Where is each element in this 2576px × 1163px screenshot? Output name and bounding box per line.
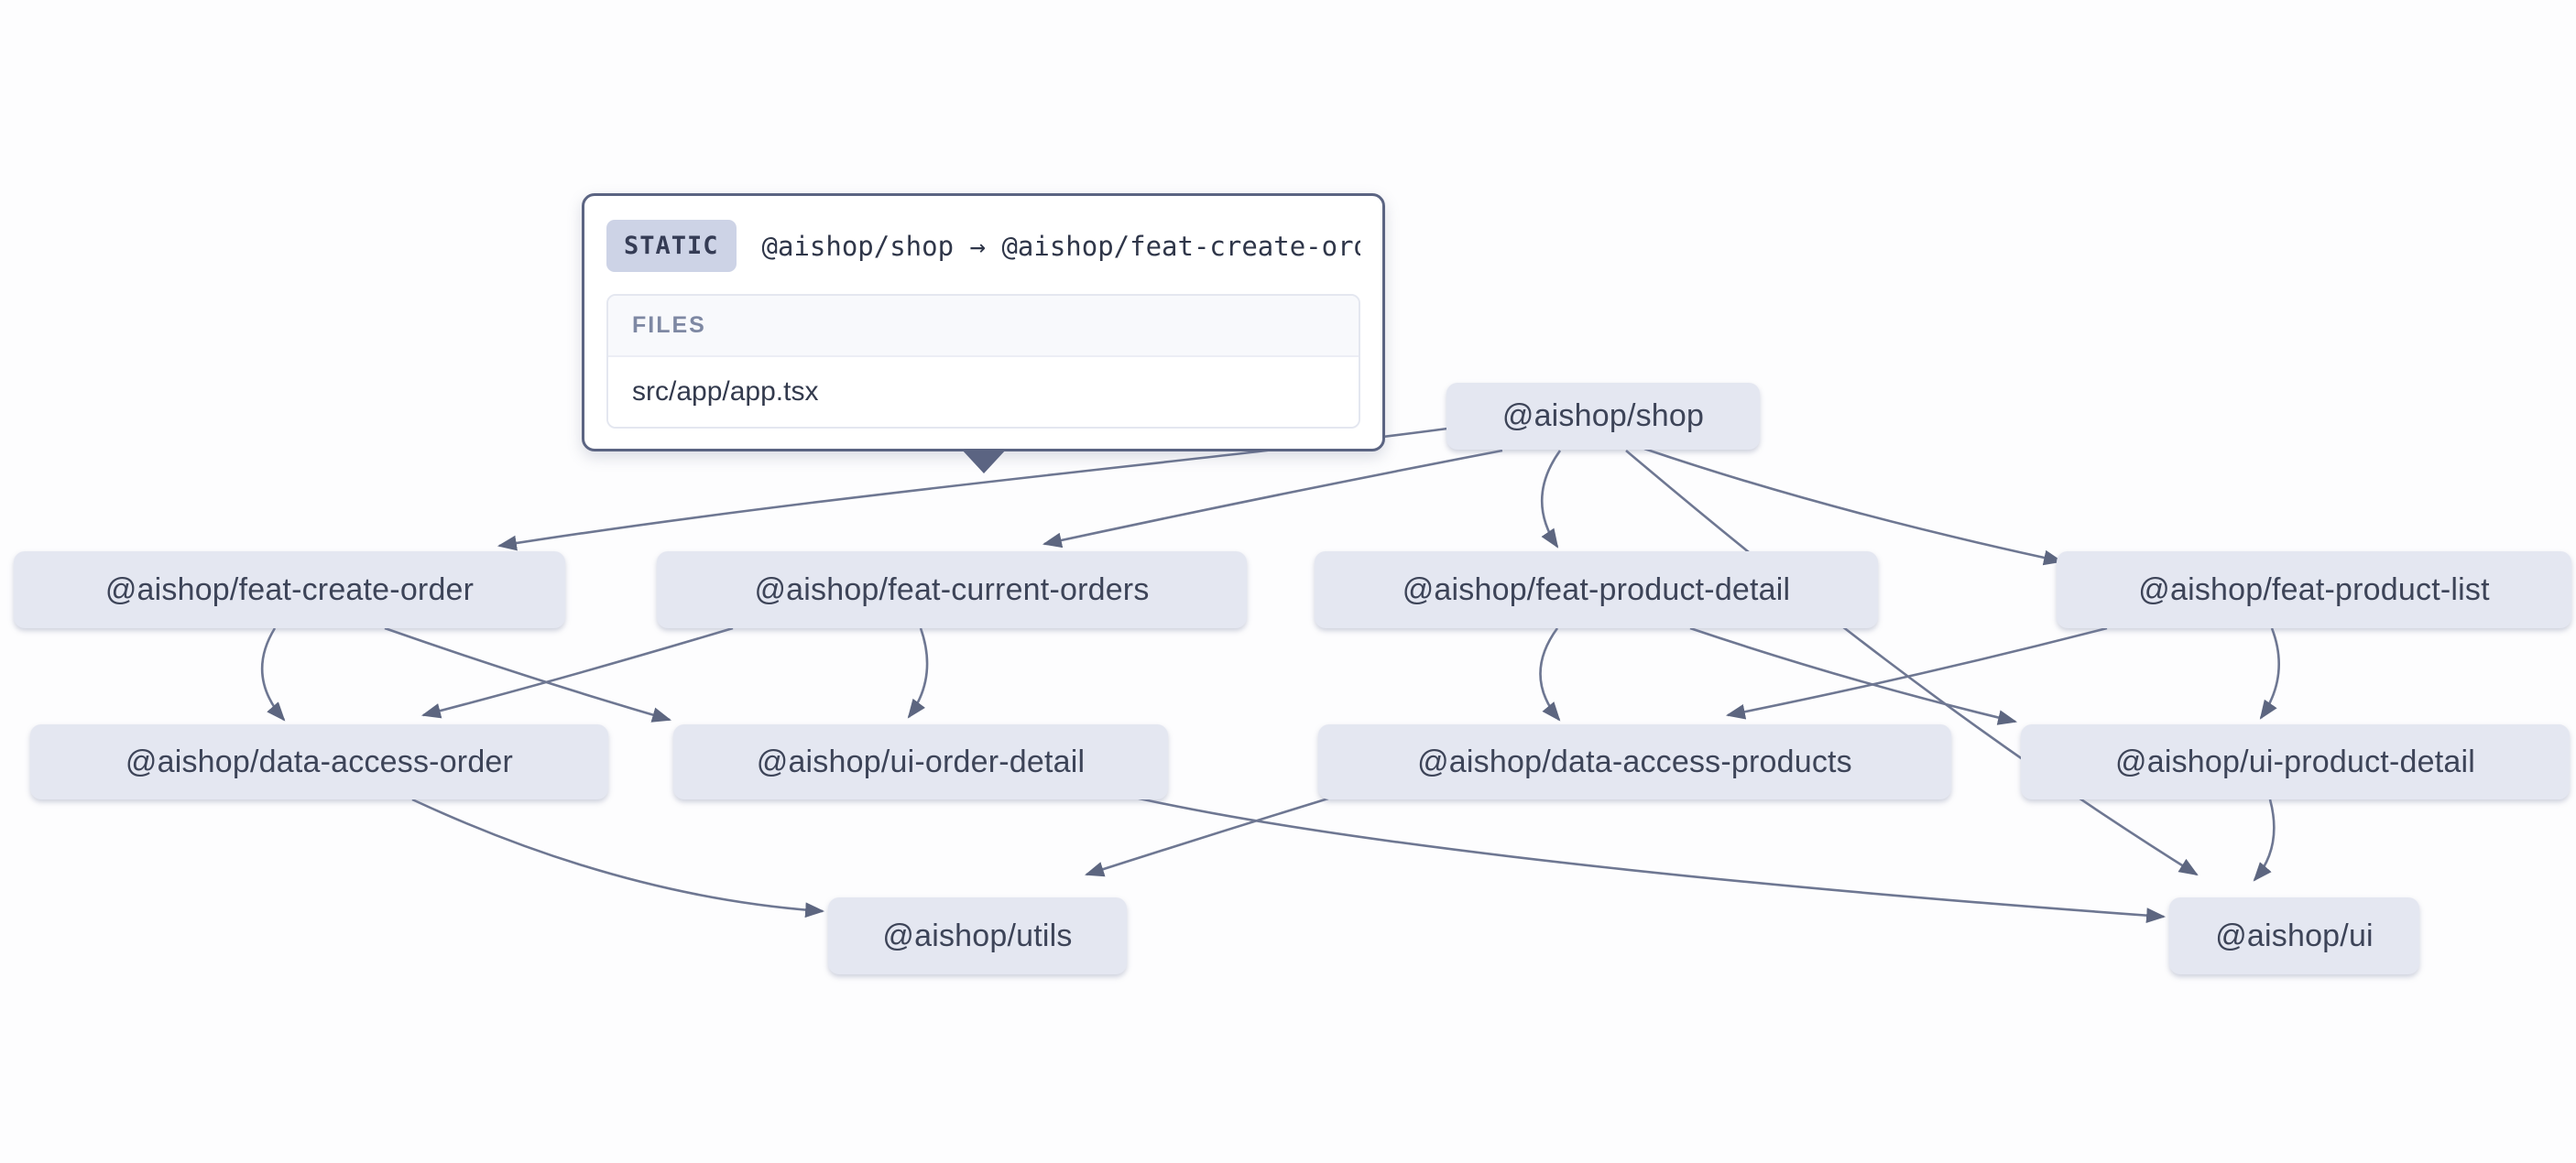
tooltip-file-row: src/app/app.tsx — [608, 357, 1359, 427]
tooltip-header: STATIC @aishop/shop → @aishop/feat-creat… — [584, 196, 1382, 290]
graph-node-utils[interactable]: @aishop/utils — [828, 897, 1127, 974]
graph-node-shop[interactable]: @aishop/shop — [1446, 383, 1760, 450]
graph-node-data-access-order[interactable]: @aishop/data-access-order — [30, 724, 608, 799]
graph-node-feat-product-list[interactable]: @aishop/feat-product-list — [2057, 551, 2571, 628]
tooltip-edge-label: @aishop/shop → @aishop/feat-create-order — [761, 230, 1360, 262]
edge-feat-product-detail-to-ui-product-detail[interactable] — [1689, 626, 2018, 725]
tooltip-caret-icon — [960, 449, 1007, 473]
edge-ui-order-detail-to-ui[interactable] — [1126, 794, 2167, 924]
edge-feat-create-order-to-data-access-order[interactable] — [260, 627, 286, 722]
edge-data-access-order-to-utils[interactable] — [411, 798, 825, 918]
edge-feat-current-orders-to-ui-order-detail[interactable] — [907, 627, 929, 719]
edge-shop-to-feat-product-detail[interactable] — [1540, 450, 1562, 549]
graph-node-ui-product-detail[interactable]: @aishop/ui-product-detail — [2021, 724, 2570, 799]
graph-node-feat-current-orders[interactable]: @aishop/feat-current-orders — [657, 551, 1247, 628]
graph-node-feat-product-detail[interactable]: @aishop/feat-product-detail — [1315, 551, 1878, 628]
tooltip-files-header: FILES — [608, 296, 1359, 357]
graph-node-ui-order-detail[interactable]: @aishop/ui-order-detail — [673, 724, 1168, 799]
edge-shop-to-feat-current-orders[interactable] — [1042, 449, 1503, 549]
graph-node-ui[interactable]: @aishop/ui — [2169, 897, 2419, 974]
edge-ui-product-detail-to-ui[interactable] — [2253, 799, 2276, 882]
edge-tooltip: STATIC @aishop/shop → @aishop/feat-creat… — [582, 193, 1385, 473]
tooltip-files-panel: FILES src/app/app.tsx — [606, 294, 1360, 429]
edge-feat-product-detail-to-data-access-products[interactable] — [1539, 627, 1561, 722]
edge-shop-to-ui[interactable] — [1625, 450, 2199, 876]
edge-shop-to-feat-product-list[interactable] — [1643, 447, 2064, 566]
edge-feat-current-orders-to-data-access-order[interactable] — [420, 626, 734, 719]
edge-feat-create-order-to-ui-order-detail[interactable] — [384, 626, 672, 723]
edge-data-access-products-to-utils[interactable] — [1085, 797, 1329, 877]
edge-feat-product-list-to-ui-product-detail[interactable] — [2259, 627, 2280, 720]
edge-feat-product-list-to-data-access-products[interactable] — [1725, 626, 2108, 720]
edge-type-badge: STATIC — [606, 220, 737, 272]
graph-node-feat-create-order[interactable]: @aishop/feat-create-order — [14, 551, 565, 628]
graph-node-data-access-products[interactable]: @aishop/data-access-products — [1318, 724, 1951, 799]
